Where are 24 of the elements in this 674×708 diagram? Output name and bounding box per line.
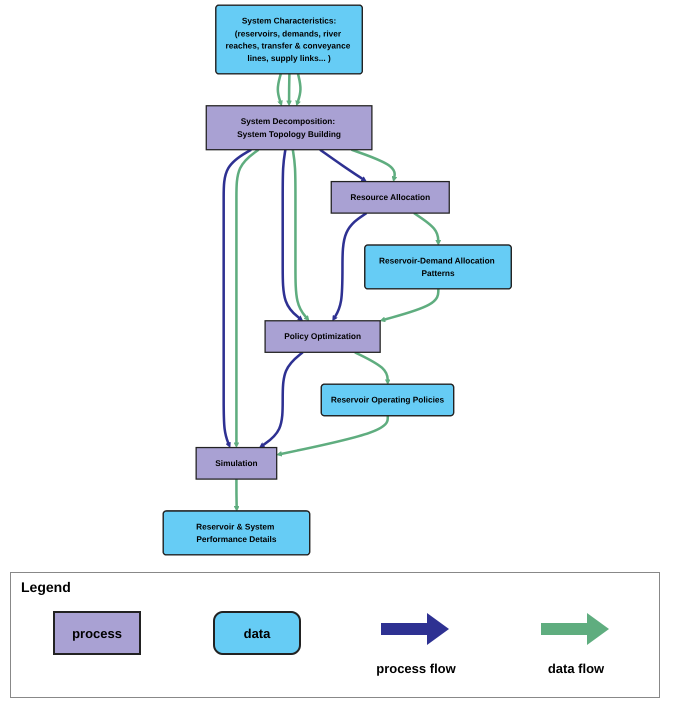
arrow (332, 212, 367, 322)
node-box: System Decomposition: System Topology Building (205, 105, 372, 150)
arrow (233, 148, 260, 448)
arrow (222, 148, 252, 448)
arrow (319, 148, 366, 182)
arrow (276, 74, 282, 106)
arrow (413, 212, 441, 246)
arrow (295, 74, 302, 106)
node-box: Policy Optimization (264, 320, 381, 353)
process-box: process (53, 611, 141, 655)
data-box: data (213, 611, 301, 655)
legend-label: data flow (546, 661, 606, 676)
arrow (286, 74, 292, 106)
node-box: Resource Allocation (330, 180, 450, 214)
node-box: Simulation (195, 446, 278, 480)
arrow (258, 351, 304, 448)
arrow (291, 150, 310, 322)
legend-label: process flow (375, 661, 457, 676)
arrow (281, 150, 303, 322)
legend-title: Legend (21, 579, 71, 595)
arrow (354, 351, 390, 385)
arrow (234, 479, 240, 512)
arrow (350, 148, 397, 182)
arrow (276, 416, 389, 457)
